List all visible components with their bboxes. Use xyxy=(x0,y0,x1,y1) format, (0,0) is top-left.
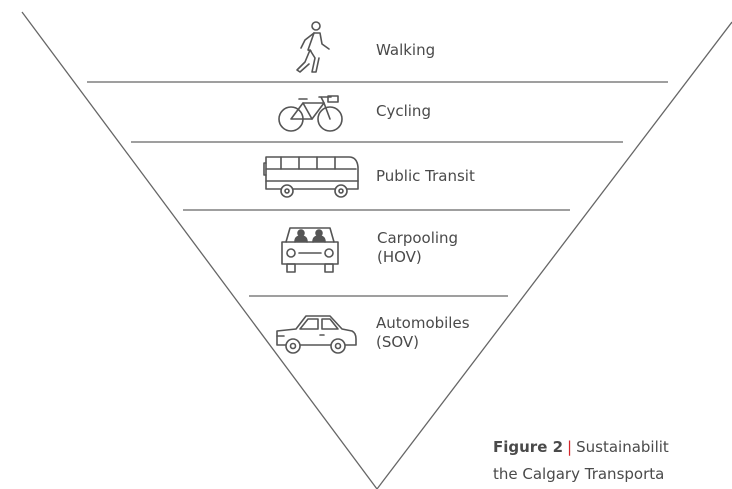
caption-line-1: Sustainabilit xyxy=(576,438,669,456)
pyramid-right-edge xyxy=(376,21,732,489)
level-label-carpooling: Carpooling (HOV) xyxy=(377,229,459,266)
level-label-public-transit: Public Transit xyxy=(376,167,475,185)
level-label-cycling: Cycling xyxy=(376,102,431,120)
pyramid-left-edge xyxy=(21,11,378,489)
level-label-walking: Walking xyxy=(376,41,436,59)
carpool-icon xyxy=(280,224,340,276)
figure-caption: Figure 2|Sustainabilit the Calgary Trans… xyxy=(493,434,732,488)
pedestrian-icon xyxy=(293,20,337,76)
bus-icon xyxy=(263,153,361,201)
caption-separator: | xyxy=(567,438,573,456)
caption-line-2: the Calgary Transporta xyxy=(493,465,665,483)
figure-label: Figure 2 xyxy=(493,438,564,456)
level-label-automobiles: Automobiles (SOV) xyxy=(376,314,470,351)
car-icon xyxy=(274,309,358,357)
bicycle-icon xyxy=(276,93,346,135)
